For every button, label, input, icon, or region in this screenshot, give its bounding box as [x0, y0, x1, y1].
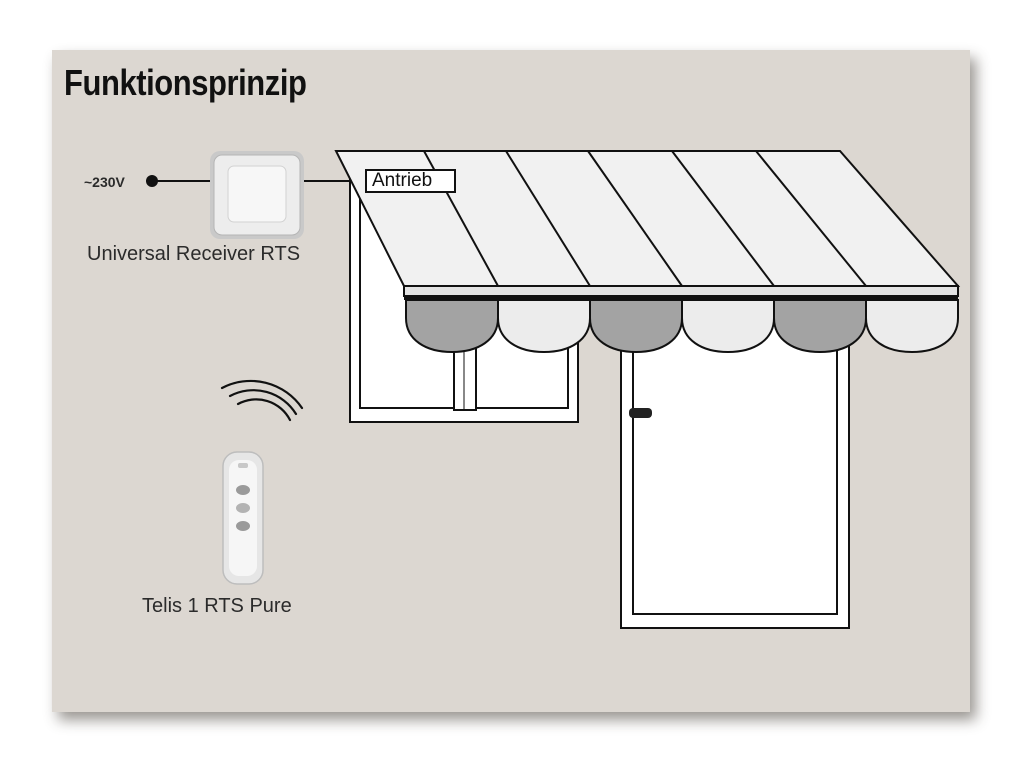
drive-label: Antrieb	[365, 169, 456, 193]
door-handle	[629, 408, 652, 418]
remote-label: Telis 1 RTS Pure	[142, 595, 292, 617]
awning	[334, 150, 961, 300]
receiver-box-icon	[210, 151, 304, 239]
remote-control-icon	[222, 451, 264, 585]
door	[620, 299, 850, 629]
awning-valance	[405, 299, 959, 354]
radio-signal-icon	[220, 379, 304, 422]
voltage-label: ~230V	[84, 174, 125, 190]
receiver-label: Universal Receiver RTS	[87, 243, 301, 265]
diagram-title: Funktionsprinzip	[64, 62, 307, 103]
